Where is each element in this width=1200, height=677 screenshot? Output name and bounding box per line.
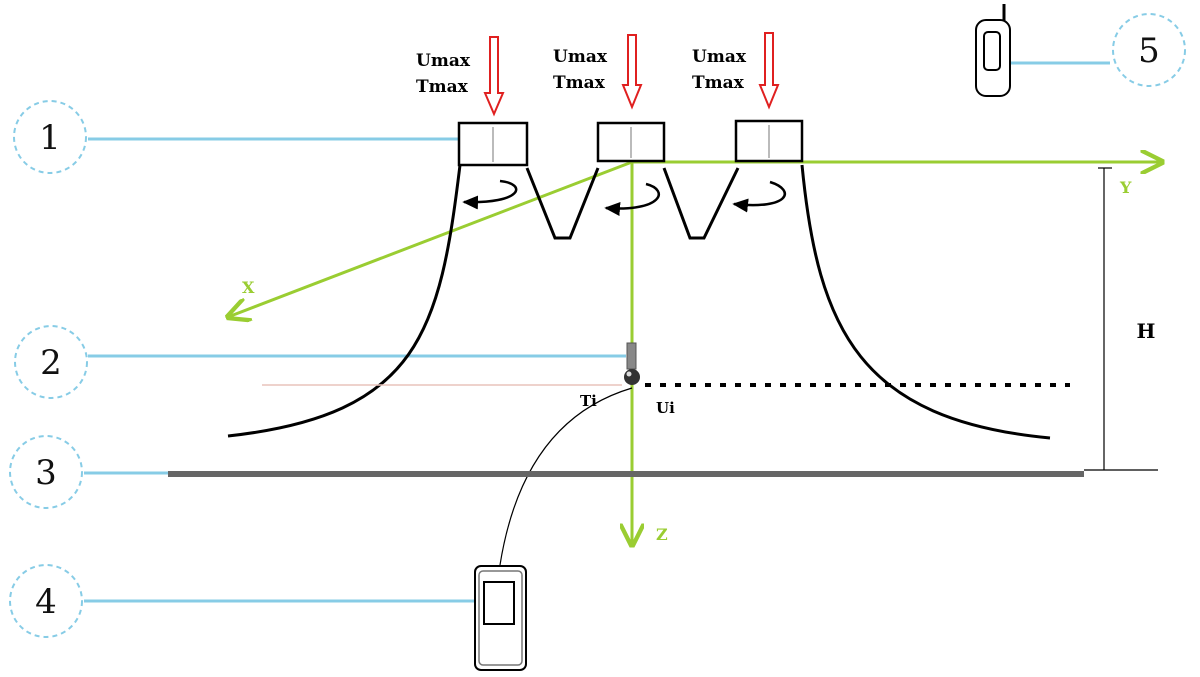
callout-1-number: 1 bbox=[39, 118, 61, 158]
inlet-arrow-2 bbox=[621, 34, 643, 110]
probe-stem bbox=[626, 342, 637, 370]
meter-display bbox=[483, 581, 515, 625]
outlet-nozzles bbox=[457, 119, 804, 167]
x-axis bbox=[228, 160, 633, 317]
outlet-1-t-label: Tmax bbox=[416, 77, 469, 97]
probe-u-label: Ui bbox=[656, 399, 675, 417]
swirl-arrow-2 bbox=[604, 182, 660, 216]
callout-5-number: 5 bbox=[1138, 31, 1160, 71]
outlet-2-u-label: Umax bbox=[553, 47, 608, 67]
callout-2: 2 bbox=[14, 325, 626, 399]
x-axis-label: X bbox=[242, 278, 255, 297]
y-axis-label: Y bbox=[1119, 178, 1132, 197]
callout-3: 3 bbox=[9, 435, 172, 509]
inlet-arrow-1 bbox=[483, 36, 505, 117]
z-axis-label: Z bbox=[656, 525, 668, 544]
probe bbox=[624, 342, 640, 385]
inlet-arrow-3 bbox=[758, 32, 780, 110]
inlet-arrows bbox=[483, 32, 780, 117]
outlet-3-u-label: Umax bbox=[692, 47, 747, 67]
outlet-3-t-label: Tmax bbox=[692, 73, 745, 93]
handheld-meter-icon bbox=[474, 565, 527, 671]
callout-4: 4 bbox=[9, 564, 482, 638]
swirl-arrows bbox=[462, 179, 787, 216]
swirl-arrow-3 bbox=[732, 180, 787, 213]
callout-2-number: 2 bbox=[40, 343, 62, 383]
probe-cable bbox=[499, 387, 633, 566]
callout-4-number: 4 bbox=[35, 582, 57, 622]
data-logger-icon bbox=[975, 4, 1011, 97]
probe-sensor-icon bbox=[624, 369, 640, 385]
callout-3-number: 3 bbox=[35, 453, 57, 493]
callout-1: 1 bbox=[13, 100, 458, 174]
jet-envelope bbox=[227, 164, 1051, 440]
logger-display bbox=[983, 31, 1001, 71]
height-label: H bbox=[1137, 319, 1156, 343]
outlet-2-t-label: Tmax bbox=[553, 73, 606, 93]
callout-5: 5 bbox=[1000, 13, 1186, 87]
coordinate-axes: Y X Z bbox=[228, 162, 1162, 545]
outlet-1-u-label: Umax bbox=[416, 51, 471, 71]
outlet-labels: Umax Tmax Umax Tmax Umax Tmax bbox=[416, 47, 747, 97]
swirl-arrow-1 bbox=[462, 179, 518, 210]
